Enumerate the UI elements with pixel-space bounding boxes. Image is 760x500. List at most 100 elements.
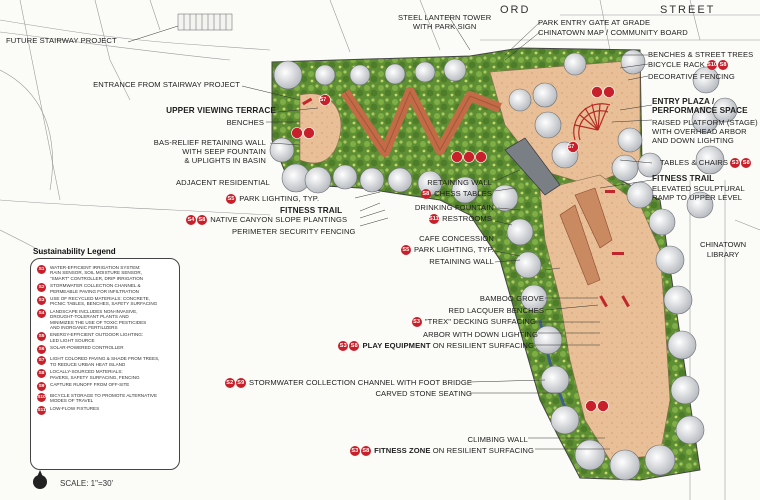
legend-text: CAPTURE RUNOFF FROM OFF-SITE (50, 381, 130, 387)
callout-retaining-wall: RETAINING WALL (427, 178, 492, 187)
chess-tables-text: CHESS TABLES (434, 189, 492, 198)
north-compass-icon (33, 475, 47, 489)
legend-badge: S11 (37, 405, 46, 415)
callout-cafe: CAFE CONCESSION (419, 234, 494, 243)
bas-relief-line-1: BAS-RELIEF RETAINING WALL (153, 138, 266, 147)
entry-plaza-line-2: PERFORMANCE SPACE (652, 106, 748, 115)
stormwater-text: STORMWATER COLLECTION CHANNEL WITH FOOT … (248, 378, 472, 387)
raised-line-1: RAISED PLATFORM (STAGE) (652, 118, 758, 127)
legend-badge: S8 (37, 369, 46, 379)
legend-badge: S5 (37, 332, 46, 342)
callout-entry-plaza: ENTRY PLAZA / PERFORMANCE SPACE (652, 97, 748, 115)
callout-raised-platform: RAISED PLATFORM (STAGE) WITH OVERHEAD AR… (652, 118, 758, 145)
restrooms-text: RESTROOMS (442, 214, 492, 223)
badge-s8-b: S8 (718, 60, 729, 70)
badge-s3: S3 (730, 158, 741, 168)
stage-arbor (573, 103, 611, 141)
callout-retaining-wall-2: RETAINING WALL (429, 257, 494, 266)
badge-s10: S10 (707, 60, 718, 70)
badge-s9: S9 (235, 378, 246, 388)
play-equipment-rest: ON RESILIENT SURFACING (430, 341, 534, 350)
badge-s8-e: S8 (349, 341, 360, 351)
badge-s8-f: S8 (360, 446, 371, 456)
entry-plaza-line-1: ENTRY PLAZA / (652, 97, 715, 106)
callout-entry-gate: PARK ENTRY GATE AT GRADE (538, 18, 651, 27)
raised-line-3: AND DOWN LIGHTING (652, 136, 734, 145)
legend-item: S6 SOLAR-POWERED CONTROLLER (37, 345, 173, 355)
tables-chairs-text: TABLES & CHAIRS (660, 158, 729, 167)
park-lighting-mid-text: PARK LIGHTING, TYP. (414, 245, 494, 254)
callout-adjacent-residential: ADJACENT RESIDENTIAL (176, 178, 270, 187)
badge-s8-c: S8 (741, 158, 752, 168)
park-lighting-text: PARK LIGHTING, TYP. (239, 194, 320, 203)
plan-markers (291, 86, 615, 412)
legend-text: SOLAR-POWERED CONTROLLER (50, 345, 124, 351)
legend-badge: S2 (37, 283, 46, 293)
legend-text: WATER-EFFICIENT IRRIGATION SYSTEM: RAIN … (50, 265, 144, 281)
callout-benches-trees: BENCHES & STREET TREES (648, 50, 754, 59)
callout-restrooms: S11 RESTROOMS (428, 214, 492, 224)
future-stairway-building (177, 13, 233, 31)
native-canyon-text: NATIVE CANYON SLOPE PLANTINGS (210, 215, 348, 224)
retaining-wall (504, 137, 561, 196)
library-line-1: CHINATOWN (700, 240, 747, 249)
legend-badge: S6 (37, 345, 46, 355)
callout-lantern-tower: STEEL LANTERN TOWER WITH PARK SIGN (398, 13, 491, 31)
street-label-street: STREET (660, 4, 716, 16)
red-benches (302, 97, 630, 308)
legend-text: ENERGY-EFFICIENT OUTDOOR LIGHTING: LED L… (50, 332, 144, 343)
marker-s7-terrace: S7 (320, 97, 327, 103)
fitness-zone-rest: ON RESILIENT SURFACING (430, 446, 534, 455)
legend-badge: S1 (37, 265, 46, 274)
badge-s2: S2 (224, 378, 235, 388)
legend-text: LOCALLY-SOURCED MATERIALS: PAVERS, SAFET… (50, 369, 140, 380)
callout-entrance: ENTRANCE FROM STAIRWAY PROJECT (93, 80, 240, 89)
trees (269, 49, 738, 481)
bicycle-rack-text: BICYCLE RACK (648, 60, 705, 69)
street-label-ord: ORD (500, 4, 531, 16)
callout-benches: BENCHES (226, 118, 264, 127)
badge-s5-b: S5 (400, 245, 411, 255)
callout-sculptural-ramp: ELEVATED SCULPTURAL RAMP TO UPPER LEVEL (652, 184, 745, 202)
legend-text: BICYCLE STORAGE TO PROMOTE ALTERNATIVE M… (50, 392, 158, 404)
sculptural-ramp (574, 187, 613, 249)
legend-badge: S4 (37, 308, 46, 318)
play-equipment-bold: PLAY EQUIPMENT (362, 341, 431, 350)
legend-item: S8 LOCALLY-SOURCED MATERIALS: PAVERS, SAF… (37, 369, 173, 380)
bas-relief-line-3: & UPLIGHTS IN BASIN (184, 156, 266, 165)
badge-s3-d: S3 (349, 446, 360, 456)
legend-badge: S3 (37, 296, 46, 306)
callout-park-lighting-mid: S5 PARK LIGHTING, TYP. (400, 245, 494, 255)
legend-badge: S10 (37, 392, 46, 402)
sustainability-legend: S1 WATER-EFFICIENT IRRIGATION SYSTEM: RAI… (30, 258, 180, 470)
legend-badge: S9 (37, 381, 46, 391)
scale-label: SCALE: 1"=30' (60, 479, 114, 488)
badge-s5: S5 (226, 194, 236, 204)
callout-red-benches: RED LACQUER BENCHES (448, 306, 544, 315)
legend-item: S5 ENERGY-EFFICIENT OUTDOOR LIGHTING: LED… (37, 332, 173, 343)
callout-bamboo-grove: BAMBOO GROVE (479, 294, 544, 303)
legend-text: LIGHT COLORED PAVING & SHADE FROM TREES,… (50, 356, 160, 367)
legend-text: USE OF RECYCLED MATERIALS: CONCRETE, PIC… (50, 296, 158, 307)
trex-text: "TREX" DECKING SURFACING (424, 317, 536, 326)
callout-decorative-fencing: DECORATIVE FENCING (648, 72, 735, 81)
library-line-2: LIBRARY (706, 250, 740, 259)
legend-badge: S7 (37, 356, 46, 366)
lantern-line-1: STEEL LANTERN TOWER (398, 13, 492, 22)
callout-upper-terrace: UPPER VIEWING TERRACE (166, 106, 276, 115)
callout-perimeter-fencing: PERIMETER SECURITY FENCING (232, 227, 356, 236)
leader-lines (127, 14, 653, 450)
legend-item: S10 BICYCLE STORAGE TO PROMOTE ALTERNATIV… (37, 392, 173, 404)
badge-s8: S8 (197, 215, 207, 225)
callout-climbing-wall: CLIMBING WALL (467, 435, 528, 444)
badge-s8-d: S8 (420, 189, 431, 199)
callout-trex-decking: S3 "TREX" DECKING SURFACING (411, 317, 536, 327)
